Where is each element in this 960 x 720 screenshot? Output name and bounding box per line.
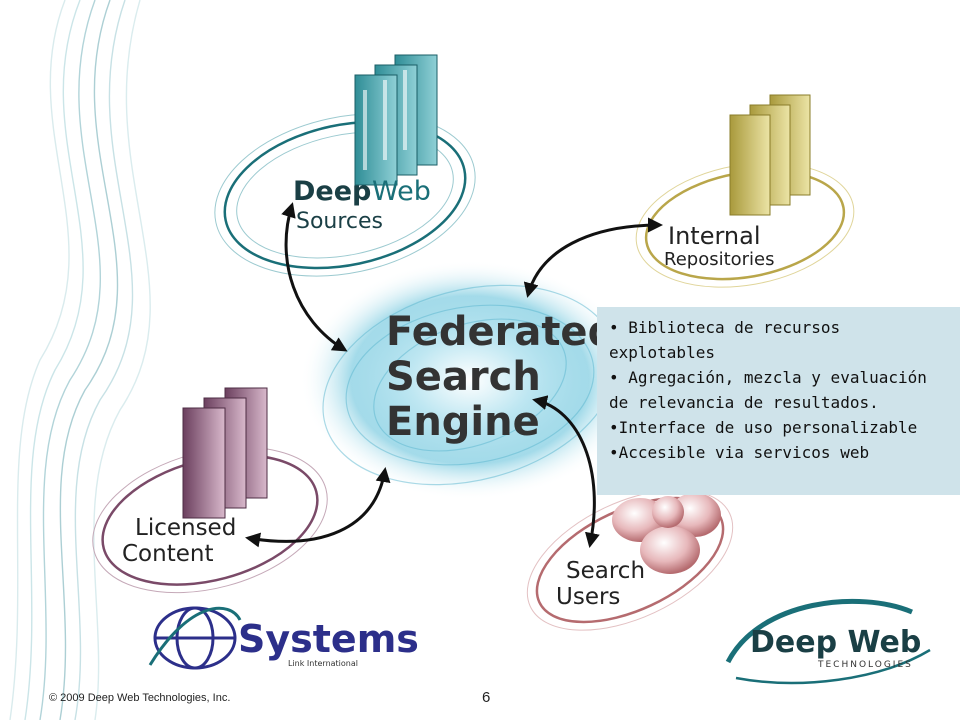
decorative-waves [9,0,151,720]
arrow-internal [523,217,663,298]
node-internal-repositories: Internal Repositories [635,94,855,288]
dwt-logo: Deep Web TECHNOLOGIES [725,598,931,685]
page-number: 6 [482,689,491,706]
globe-icon [148,606,242,670]
node-deep-web-sources: Deep Web Sources [214,54,476,277]
center-title: Federated Search Engine [386,309,616,445]
node-title: Deep [293,176,371,207]
center-title-line2: Search [386,354,541,400]
arrow-users [532,395,600,548]
copyright-notice: © 2009 Deep Web Technologies, Inc. [49,692,231,704]
node-title: Search [566,558,645,584]
server-icon [182,387,268,519]
server-icon [354,54,438,186]
node-licensed-content: Licensed Content [92,387,328,594]
node-subtitle: Users [556,584,620,610]
bullet-item: • Biblioteca de recursos explotables [609,318,841,362]
center-title-line1: Federated [386,309,616,355]
node-subtitle: Sources [296,209,383,234]
node-subtitle: Content [122,541,213,567]
bullet-item: •Interface de uso personalizable [609,418,918,437]
dwt-logo-name: Deep Web [750,625,921,660]
systems-logo-tagline: Link International [288,659,358,668]
server-icon [729,94,811,216]
systems-logo: Systems Link International [148,606,419,670]
node-search-users: Search Users [526,489,734,631]
node-title: Internal [668,222,761,250]
arrow-deep-web [281,202,348,352]
arrow-licensed [245,467,391,548]
node-subtitle: Repositories [664,249,775,270]
swirl-lines [322,284,618,486]
systems-logo-name: Systems [238,617,419,661]
feature-bullet-box: • Biblioteca de recursos explotables • A… [597,307,960,495]
arrows [245,202,663,548]
node-title: Licensed [135,515,236,541]
users-icon [612,493,721,574]
bullet-item: • Agregación, mezcla y evaluación de rel… [609,368,927,412]
bullet-item: •Accesible via servicos web [609,443,870,462]
center-title-line3: Engine [386,399,540,445]
dwt-logo-tagline: TECHNOLOGIES [817,660,913,670]
node-title-secondary: Web [372,176,431,207]
